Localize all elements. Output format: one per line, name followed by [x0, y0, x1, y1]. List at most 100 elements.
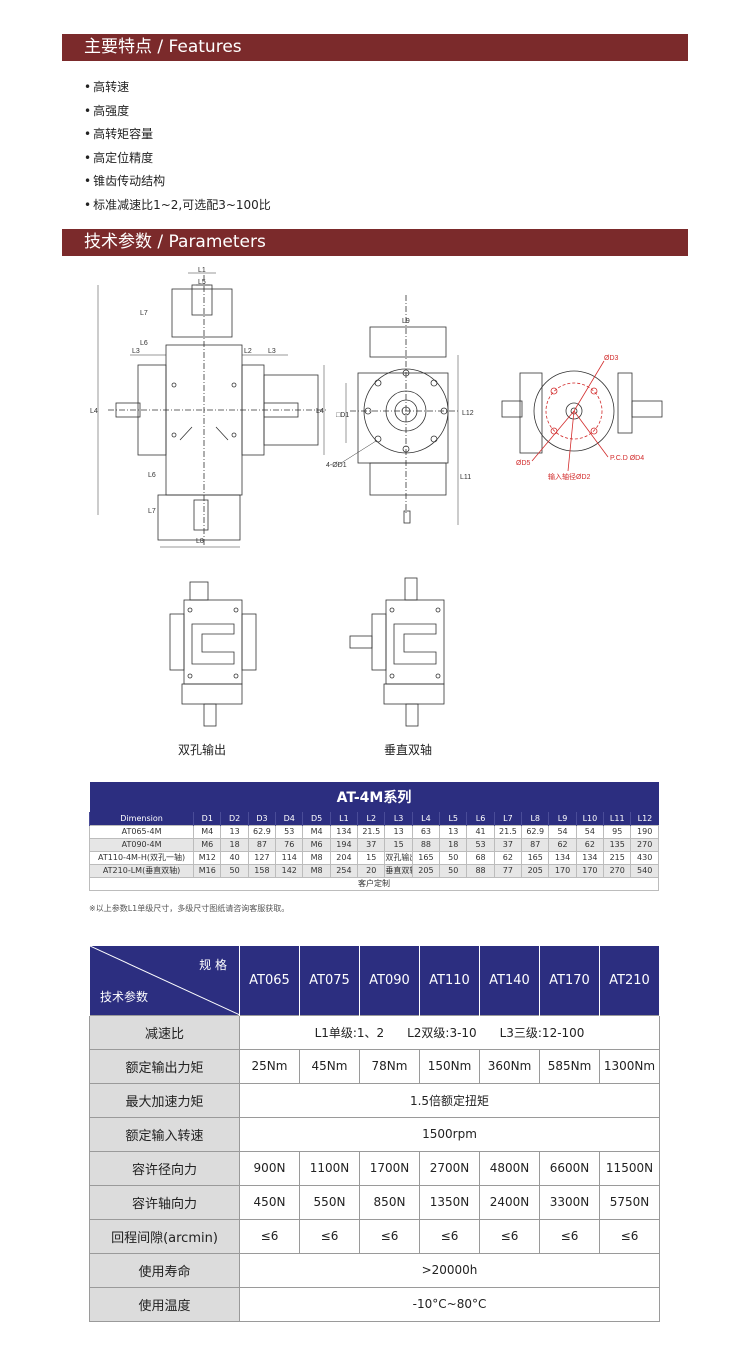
- dimension-header-cell: L9: [548, 812, 577, 825]
- dimension-cell: 双孔输出: [384, 850, 413, 865]
- dim-label: ØD5: [516, 460, 531, 467]
- dimension-cell: 63: [411, 824, 441, 839]
- dimension-cell: 54: [575, 824, 605, 839]
- dimension-row: AT110-4M-H(双孔一轴)M1240127114M820415双孔输出16…: [88, 850, 659, 865]
- dimension-cell: 165: [411, 850, 441, 865]
- dimension-header-cell: L6: [466, 812, 495, 825]
- dimension-cell: 62.9: [521, 824, 550, 839]
- model-header-at090: AT090: [359, 946, 420, 1015]
- spec-value: ≤6: [479, 1218, 540, 1254]
- dimension-header-cell: D3: [247, 812, 276, 825]
- spec-span-value: 1500rpm: [239, 1116, 660, 1152]
- spec-row-label: 额定输出力矩: [89, 1048, 240, 1084]
- dim-label: L9: [402, 318, 410, 325]
- model-header-at075: AT075: [299, 946, 360, 1015]
- dim-label: L4: [316, 408, 324, 415]
- dimension-cell: AT110-4M-H(双孔一轴): [88, 850, 195, 865]
- dimension-cell: 50: [220, 863, 249, 878]
- dimension-cell: 21.5: [493, 824, 523, 839]
- spec-table-corner: 规 格 技术参数: [89, 946, 240, 1015]
- spec-value: 1300Nm: [599, 1048, 660, 1084]
- caption-double-hole-output: 双孔输出: [178, 743, 227, 757]
- dimension-cell: 204: [329, 850, 359, 865]
- dim-label: 输入轴径ØD2: [548, 472, 590, 481]
- dimension-cell: 53: [466, 837, 495, 852]
- dimension-cell: 13: [384, 824, 413, 839]
- dimension-cell: 215: [603, 850, 632, 865]
- dimension-cell: M6: [302, 837, 331, 852]
- dimension-cell: 254: [329, 863, 359, 878]
- features-list: 高转速 高强度 高转矩容量 高定位精度 锥齿传动结构 标准减速比1~2,可选配3…: [84, 76, 271, 217]
- feature-item: 高定位精度: [84, 147, 271, 171]
- feature-item: 高转矩容量: [84, 123, 271, 147]
- dimension-header-cell: L8: [521, 812, 549, 825]
- spec-span-value: -10°C~80°C: [239, 1286, 660, 1322]
- dim-label: L6: [148, 472, 156, 479]
- dimension-cell: 62: [548, 837, 577, 852]
- dimension-header-cell: D1: [193, 812, 221, 825]
- dim-label: L3: [132, 348, 140, 355]
- spec-value: 25Nm: [239, 1048, 300, 1084]
- spec-value: 2400N: [479, 1184, 540, 1220]
- dim-label: 4-ØD1: [326, 462, 347, 469]
- feature-item: 锥齿传动结构: [84, 170, 271, 194]
- dimension-cell: 62: [493, 850, 523, 865]
- dimension-cell: 87: [247, 837, 277, 852]
- dimension-cell: M16: [193, 863, 222, 878]
- side-view-labels: L9 L12 L11 □D1 4-ØD1: [326, 318, 474, 481]
- dimension-cell: 114: [275, 850, 304, 865]
- dim-label: L7: [140, 310, 148, 317]
- spec-row: 使用温度-10°C~80°C: [89, 1286, 660, 1322]
- spec-value: 4800N: [479, 1150, 540, 1186]
- dimension-cell: 18: [220, 837, 249, 852]
- dimension-header-cell: L5: [439, 812, 467, 825]
- dimension-cell: M8: [302, 863, 331, 878]
- spec-value: ≤6: [419, 1218, 480, 1254]
- spec-value: 1700N: [359, 1150, 420, 1186]
- spec-value: 450N: [239, 1184, 300, 1220]
- double-hole-output-drawing: [169, 581, 257, 727]
- dimension-cell: AT210-LM(垂直双轴): [88, 863, 195, 878]
- dimension-cell: 95: [603, 824, 632, 839]
- dimension-cell: 68: [466, 850, 495, 865]
- dimension-cell: 190: [630, 824, 659, 839]
- dimension-cell: M12: [193, 850, 222, 865]
- dim-label: L4: [90, 408, 98, 415]
- feature-item: 高转速: [84, 76, 271, 100]
- dim-label: L2: [244, 348, 252, 355]
- spec-value: 850N: [359, 1184, 420, 1220]
- variant-drawings: [169, 577, 445, 727]
- model-header-at140: AT140: [479, 946, 540, 1015]
- dimension-cell: 135: [603, 837, 632, 852]
- dimension-header-cell: D2: [220, 812, 249, 825]
- dim-label: L3: [268, 348, 276, 355]
- parameters-section-title: 技术参数 / Parameters: [62, 229, 688, 256]
- dimension-cell: 127: [247, 850, 277, 865]
- dimension-cell: 13: [439, 824, 468, 839]
- spec-row-label: 使用温度: [89, 1286, 240, 1322]
- spec-row-label: 容许径向力: [89, 1150, 240, 1186]
- dimension-cell: 134: [575, 850, 605, 865]
- spec-value: ≤6: [359, 1218, 420, 1254]
- dimension-cell: 430: [630, 850, 659, 865]
- spec-value: 550N: [299, 1184, 360, 1220]
- dimension-cell: 50: [439, 863, 468, 878]
- dimension-cell: 77: [493, 863, 523, 878]
- spec-row-label: 减速比: [89, 1014, 240, 1050]
- spec-value: 2700N: [419, 1150, 480, 1186]
- spec-value: 900N: [239, 1150, 300, 1186]
- spec-value: 78Nm: [359, 1048, 420, 1084]
- dimension-cell: 142: [275, 863, 304, 878]
- caption-vertical-double-shaft: 垂直双轴: [384, 743, 433, 757]
- spec-value: ≤6: [539, 1218, 600, 1254]
- spec-row-label: 额定输入转速: [89, 1116, 240, 1152]
- dimension-cell: 15: [357, 850, 386, 865]
- model-header-at170: AT170: [539, 946, 600, 1015]
- dimension-cell: 20: [357, 863, 386, 878]
